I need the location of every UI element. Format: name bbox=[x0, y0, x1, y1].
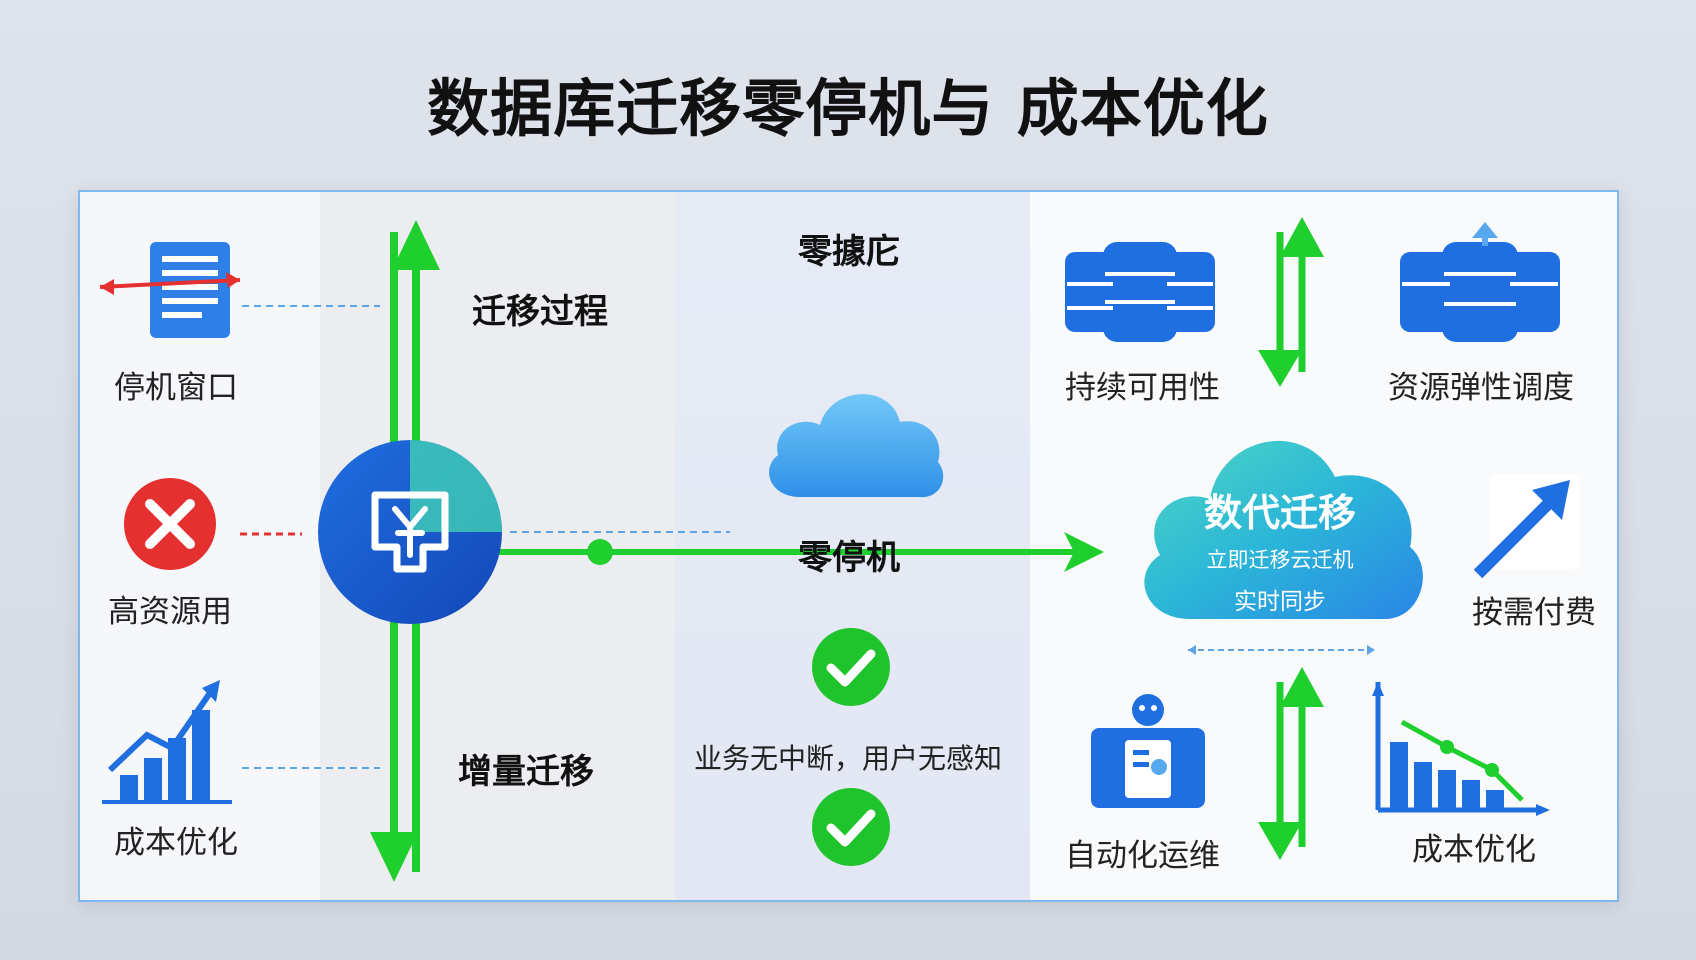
right-item-label-cost: 成本优化 bbox=[1412, 832, 1536, 868]
zero-downtime-label: 零停机 bbox=[798, 538, 900, 578]
middle-top-label: 零據庀 bbox=[798, 232, 900, 272]
error-x-icon bbox=[120, 474, 220, 578]
arrow-up-right-icon bbox=[1470, 474, 1580, 588]
cloud-line1: 立即迁移云迁机 bbox=[1206, 548, 1354, 572]
database-scale-icon bbox=[1400, 222, 1560, 346]
right-item-label-ops: 自动化运维 bbox=[1065, 838, 1220, 874]
document-arrows-icon bbox=[99, 242, 241, 346]
left-item-label-cost: 成本优化 bbox=[114, 825, 238, 861]
yuan-shield-icon bbox=[315, 437, 505, 631]
check-icon bbox=[811, 787, 891, 871]
process-top-label: 迁移过程 bbox=[472, 292, 608, 332]
bar-chart-up-icon bbox=[102, 680, 242, 814]
cloud-title: 数代迁移 bbox=[1203, 491, 1356, 535]
bar-chart-down-icon bbox=[1372, 682, 1552, 826]
right-item-label-availability: 持续可用性 bbox=[1065, 370, 1220, 406]
middle-column bbox=[675, 192, 1030, 900]
page-title: 数据库迁移零停机与 成本优化 bbox=[427, 72, 1269, 145]
process-bottom-label: 增量迁移 bbox=[458, 752, 594, 792]
left-item-label-resources: 高资源用 bbox=[108, 594, 232, 630]
database-cluster-icon bbox=[1065, 232, 1215, 346]
diagram-panel: 停机窗口 高资源用 成本优化 bbox=[78, 190, 1619, 902]
robot-ops-icon bbox=[1083, 692, 1213, 816]
cloud-icon bbox=[760, 377, 950, 506]
connector-lines bbox=[240, 305, 1375, 769]
left-item-label-downtime: 停机窗口 bbox=[114, 370, 238, 406]
right-item-label-elastic: 资源弹性调度 bbox=[1388, 370, 1574, 406]
check-icon bbox=[811, 627, 891, 711]
check-caption: 业务无中断，用户无感知 bbox=[694, 742, 1003, 775]
right-item-label-pay: 按需付费 bbox=[1472, 595, 1596, 631]
migration-cloud bbox=[1130, 407, 1430, 631]
cloud-line2: 实时同步 bbox=[1234, 589, 1326, 615]
